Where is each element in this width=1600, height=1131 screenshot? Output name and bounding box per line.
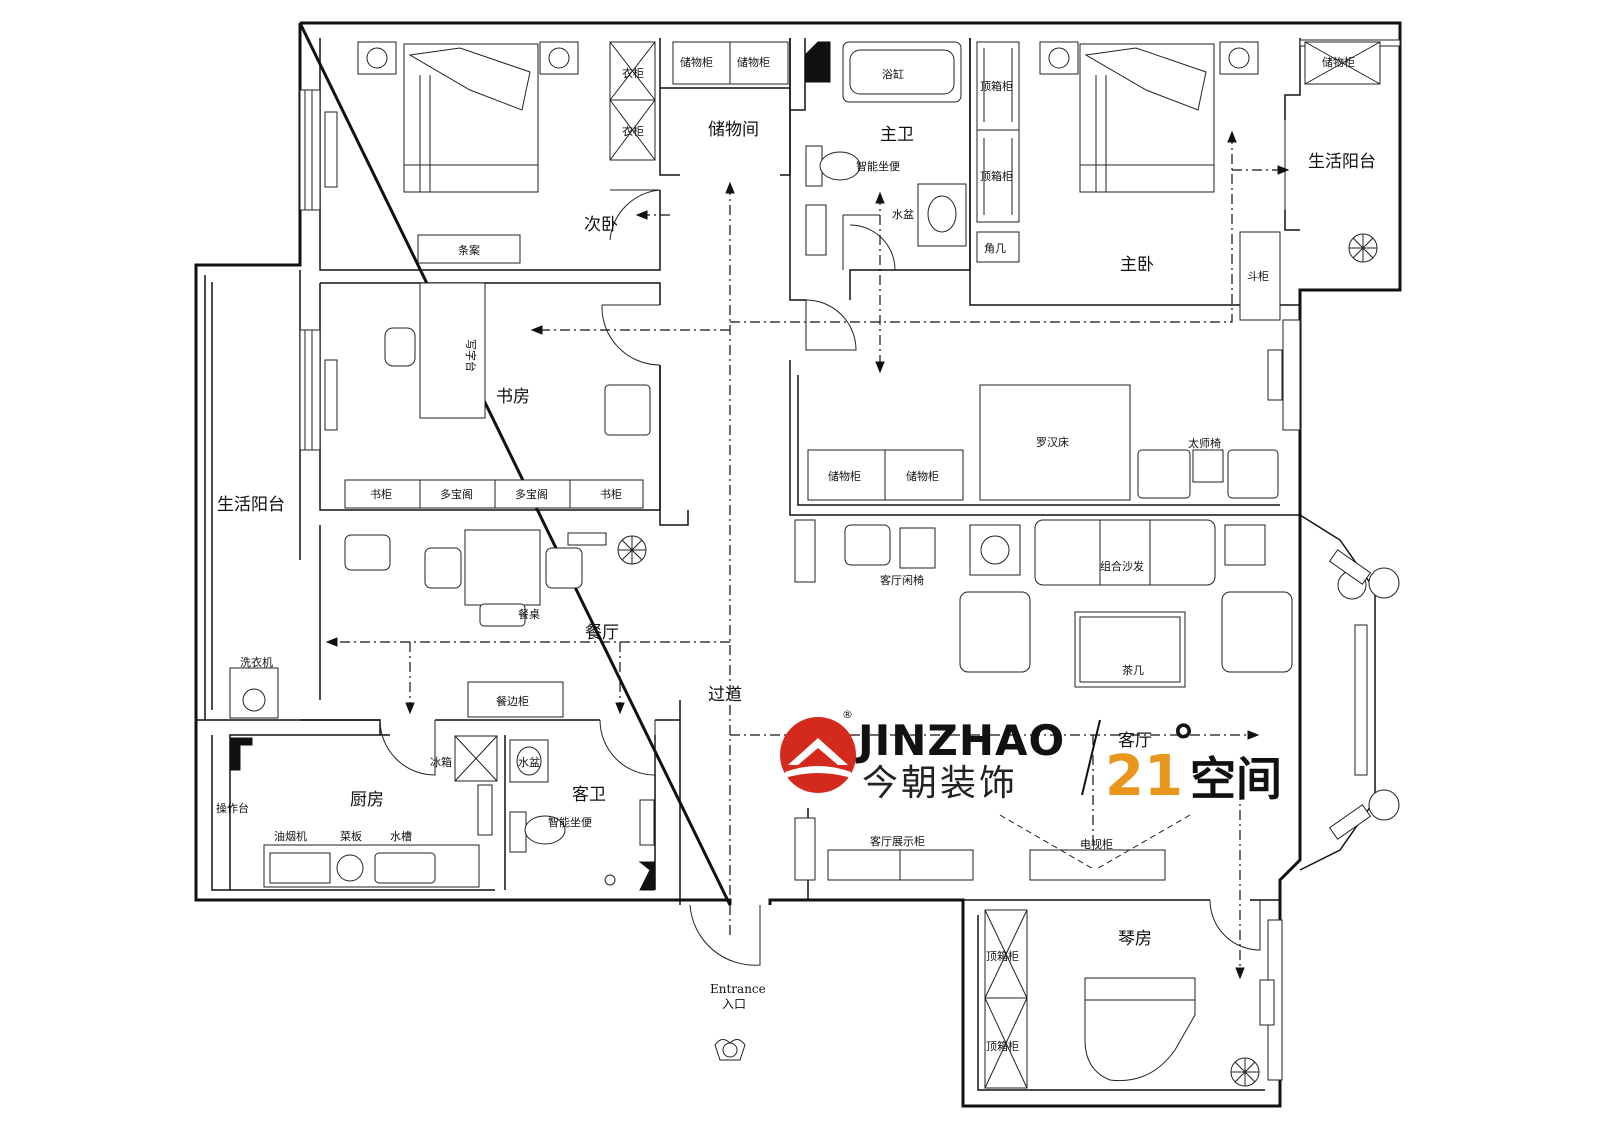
piano-room-furniture [984,909,1275,1089]
label-living-chair: 客厅闲椅 [880,573,924,587]
label-left-balcony: 生活阳台 [217,495,285,515]
label-counter: 操作台 [216,801,249,815]
label-desk: 写字台 [464,339,478,372]
label-display-cab: 客厅展示柜 [870,834,925,848]
label-top-cab-4: 顶箱柜 [986,1039,1019,1053]
label-storage-room: 储物间 [708,120,759,140]
label-fridge: 冰箱 [430,755,452,769]
luohan-furniture [807,384,1279,501]
label-bookcase-1: 书柜 [370,488,392,501]
label-chest: 斗柜 [1247,270,1269,283]
jinzhao-logo-emblem [780,717,856,793]
master-bath-furniture [804,41,967,270]
label-storage-cab-4: 储物柜 [906,469,939,483]
label-taishi-chair: 太师椅 [1188,436,1221,450]
label-storage-cab-1: 储物柜 [680,55,713,69]
label-basin-guest: 水盆 [518,755,540,769]
dining-furniture [344,529,647,627]
label-bookcase-2: 多宝阁 [440,487,473,501]
study-furniture [324,282,651,509]
label-tv-cab: 电视柜 [1080,837,1113,851]
label-sink: 水槽 [390,830,412,843]
label-cutting-board: 菜板 [340,829,362,843]
furniture-labels: 衣柜 衣柜 条案 储物柜 储物柜 浴缸 智能坐便 水盆 顶箱柜 顶箱柜 角几 斗… [216,55,1355,1053]
label-balcony-storage: 储物柜 [1322,55,1355,69]
kitchen-furniture [229,667,655,891]
windows [299,39,1401,1081]
entrance-label-en: Entrance [710,982,766,996]
label-bookcase-3: 多宝阁 [515,487,548,501]
label-top-cab-3: 顶箱柜 [986,949,1019,963]
label-smart-toilet-master: 智能坐便 [856,159,900,173]
master-bedroom-furniture [976,41,1283,401]
logo-partner-num: 21 [1105,744,1183,809]
label-storage-cab-3: 储物柜 [828,469,861,483]
label-master-bedroom: 主卧 [1120,255,1154,275]
label-wardrobe-2: 衣柜 [622,124,644,138]
label-top-cab-2: 顶箱柜 [980,169,1013,183]
label-dining-table: 餐桌 [518,607,540,621]
logo-brand-cn: 今朝装饰 [862,763,1018,804]
label-coffee-table: 茶几 [1122,664,1144,677]
label-smart-toilet-guest: 智能坐便 [548,815,592,829]
doors [379,120,1286,966]
label-top-cab-1: 顶箱柜 [980,79,1013,93]
label-sideboard: 餐边柜 [496,694,529,708]
label-washer: 洗衣机 [240,655,273,669]
label-sofa: 组合沙发 [1100,559,1144,573]
living-room-furniture [794,519,1400,881]
label-basin-master: 水盆 [892,207,914,221]
label-study: 书房 [496,387,530,407]
storage-room-furniture [672,41,789,85]
label-console-table: 条案 [458,243,480,257]
label-living-room: 客厅 [1118,731,1152,751]
entrance-figure [714,1039,746,1061]
label-bookcase-4: 书柜 [600,488,622,501]
label-piano-room: 琴房 [1118,929,1152,949]
jinzhao-logo: ® JINZHAO 今朝装饰 21 ° 空间 [780,708,1282,809]
logo-partner-cn: 空间 [1190,752,1282,806]
logo-reg-mark: ® [842,708,853,721]
right-balcony-furniture [1304,41,1381,263]
label-wardrobe-1: 衣柜 [622,66,644,80]
label-storage-cab-2: 储物柜 [737,55,770,69]
label-luohan-bed: 罗汉床 [1036,435,1069,449]
label-range-hood: 油烟机 [274,829,307,843]
room-labels: 次卧 储物间 主卫 主卧 生活阳台 书房 生活阳台 餐厅 过道 厨房 客卫 客厅… [217,120,1376,949]
logo-brand-en: JINZHAO [855,716,1065,765]
label-bathtub: 浴缸 [882,67,904,81]
label-second-bedroom: 次卧 [584,215,618,235]
logo-partner-deg: ° [1172,715,1195,769]
entrance-label-cn: 入口 [722,997,746,1011]
second-bedroom-furniture [324,41,656,264]
label-guest-bath: 客卫 [572,785,606,805]
label-right-balcony: 生活阳台 [1308,152,1376,172]
label-master-bath: 主卫 [880,125,914,145]
label-corridor: 过道 [708,685,742,705]
label-dining: 餐厅 [585,623,619,643]
label-corner-table: 角几 [984,242,1006,255]
label-kitchen: 厨房 [350,790,384,810]
